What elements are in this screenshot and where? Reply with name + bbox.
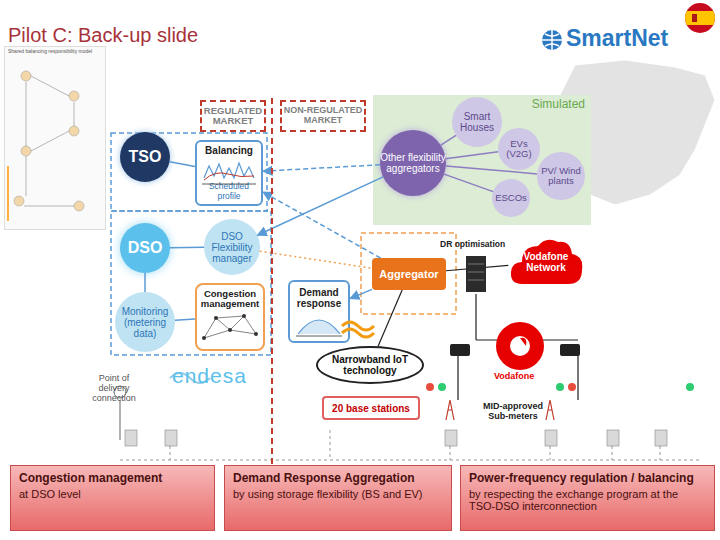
actor-circle: DSO Flexibility manager	[204, 219, 260, 275]
actor-circle: Narrowband IoT technology	[316, 346, 424, 384]
network-cloud: Vodafone Network	[508, 234, 584, 290]
node-subtext: Scheduled profile	[199, 182, 259, 201]
spain-flag	[684, 2, 716, 34]
connector	[175, 319, 195, 320]
actor-circle: EVs (V2G)	[498, 128, 540, 170]
node-label: Narrowband IoT technology	[328, 354, 412, 376]
market-divider	[268, 98, 276, 468]
process-box: BalancingScheduled profile	[195, 140, 263, 206]
node-label: DSO Flexibility manager	[204, 231, 260, 264]
node-label: Monitoring (metering data)	[115, 306, 175, 339]
scheduled-profile-chart	[200, 158, 258, 186]
actor-circle: ESCOs	[492, 179, 530, 217]
node-label: Smart Houses	[452, 111, 502, 133]
connector	[170, 162, 195, 167]
summary-band: Power-frequency regulation / balancing by…	[460, 465, 715, 531]
connector	[144, 273, 146, 292]
node-label: ESCOs	[495, 193, 527, 203]
connector	[170, 247, 204, 249]
slide-title: Pilot C: Back-up slide	[8, 24, 198, 46]
actor-circle: Monitoring (metering data)	[115, 292, 175, 352]
text-label: Shared balancing responsibility model	[8, 49, 103, 55]
node-label: DSO	[128, 239, 163, 257]
connector	[350, 289, 372, 298]
node-label: Balancing	[205, 145, 253, 156]
connector	[263, 165, 380, 171]
actor-circle: PV/ Wind plants	[537, 152, 585, 200]
node-label: Demand Response Aggregation	[233, 472, 415, 485]
balancing-model-inset	[4, 46, 106, 230]
node-label: REGULATED MARKET	[202, 106, 264, 127]
connector	[378, 290, 402, 346]
text-label: endesa	[172, 364, 247, 387]
process-box: Aggregator	[372, 258, 446, 290]
actor-circle: TSO	[120, 132, 170, 182]
text-label: Point of delivery connection	[84, 374, 144, 404]
orange-wave-symbol	[340, 318, 376, 338]
demand-curve	[294, 312, 344, 338]
process-box: SimulatedOther flexibility aggregators Sm…	[373, 95, 591, 225]
node-label: Aggregator	[379, 268, 438, 280]
node-label: NON-REGULATED MARKET	[282, 106, 364, 126]
node-subtext: by respecting the exchange program at th…	[469, 488, 706, 512]
node-label: Congestion management	[19, 472, 162, 485]
summary-band: Congestion management at DSO level	[10, 465, 215, 531]
process-box: NON-REGULATED MARKET	[280, 100, 366, 132]
node-label: TSO	[129, 148, 162, 166]
node-label: Vodafone Network	[508, 251, 584, 273]
text-label: MID-approved Sub-meters	[478, 402, 548, 422]
process-box: 20 base stations	[322, 396, 420, 420]
text-label: DR optimisation	[440, 240, 505, 249]
connector	[257, 177, 383, 235]
connector	[263, 192, 380, 258]
node-label: EVs (V2G)	[498, 139, 540, 160]
node-label: Other flexibility aggregators	[380, 152, 446, 174]
process-box: REGULATED MARKET	[200, 100, 266, 132]
node-subtext: by using storage flexibility (BS and EV)	[233, 488, 423, 500]
smartnet-globe	[540, 28, 564, 52]
node-label: Power-frequency regulation / balancing	[469, 472, 694, 485]
actor-circle: DSO	[120, 223, 170, 273]
node-subtext: at DSO level	[19, 488, 81, 500]
node-label: Congestion management	[197, 289, 263, 310]
node-label: PV/ Wind plants	[537, 166, 585, 187]
vodafone-logo	[494, 320, 546, 372]
node-label: Simulated	[532, 98, 585, 111]
actor-circle: Smart Houses	[452, 97, 502, 147]
text-label: Vodafone	[494, 372, 534, 382]
text-label: SmartNet	[566, 26, 668, 51]
node-label: 20 base stations	[332, 403, 410, 414]
summary-band: Demand Response Aggregation by using stor…	[224, 465, 452, 531]
grid-network-graph	[200, 308, 260, 346]
connector	[260, 251, 372, 268]
connector	[446, 265, 508, 270]
node-label: Demand response	[290, 287, 348, 309]
server-rack	[464, 254, 488, 294]
actor-circle: Other flexibility aggregators	[380, 130, 446, 196]
